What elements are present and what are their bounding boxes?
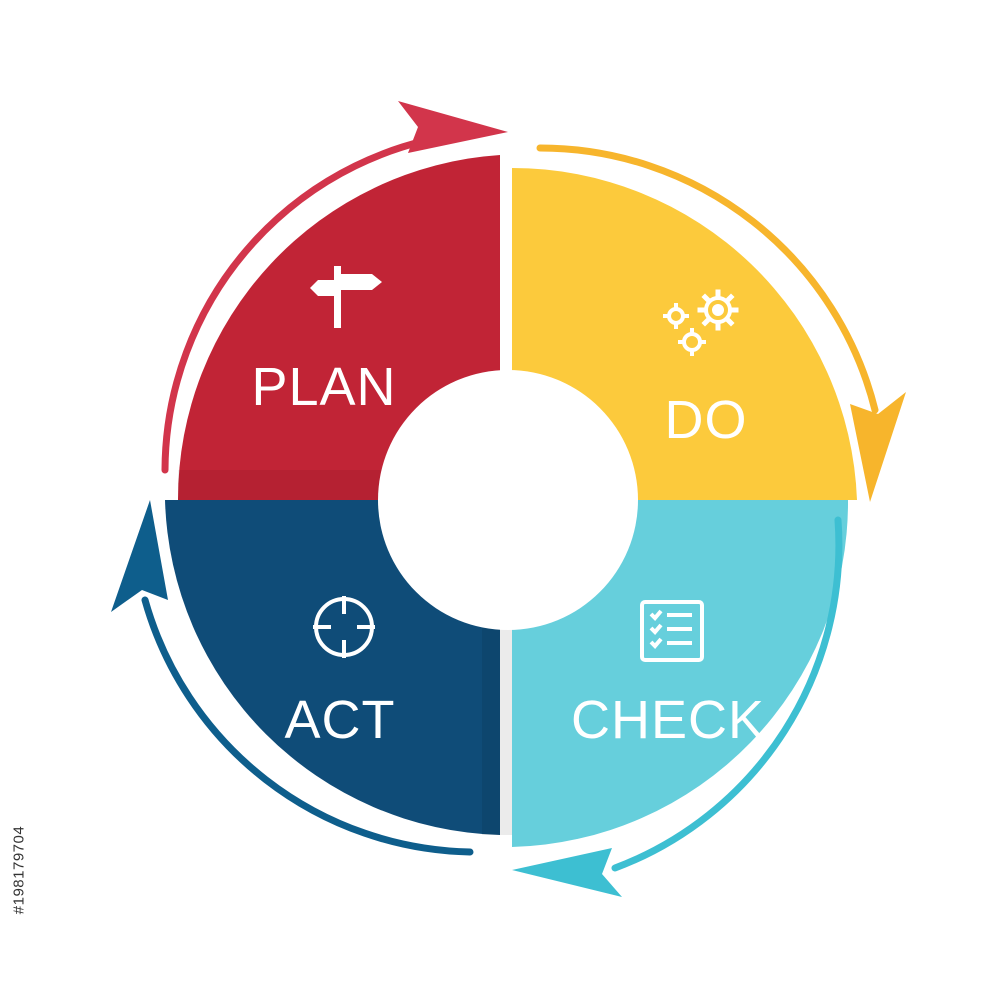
do-arrow-head	[850, 392, 906, 502]
act-arrow-arc	[141, 596, 474, 856]
plan-arrow-head	[398, 101, 508, 153]
check-label: CHECK	[571, 690, 765, 750]
stock-id-watermark: #198179704	[4, 770, 34, 970]
center-hole	[378, 370, 638, 630]
act-arrow-head	[111, 500, 168, 612]
do-arrow-arc	[536, 144, 879, 414]
signpost-icon	[310, 266, 382, 328]
plan-label: PLAN	[251, 357, 396, 417]
stock-id-text: #198179704	[10, 825, 28, 915]
checklist-icon	[640, 600, 704, 662]
do-label: DO	[665, 390, 748, 450]
plan-arrow-arc	[161, 129, 474, 474]
check-arrow-arc	[611, 516, 843, 872]
crosshair-icon	[313, 596, 375, 658]
gears-icon	[663, 289, 739, 356]
act-label: ACT	[285, 690, 396, 750]
check-arrow-head	[512, 848, 622, 897]
